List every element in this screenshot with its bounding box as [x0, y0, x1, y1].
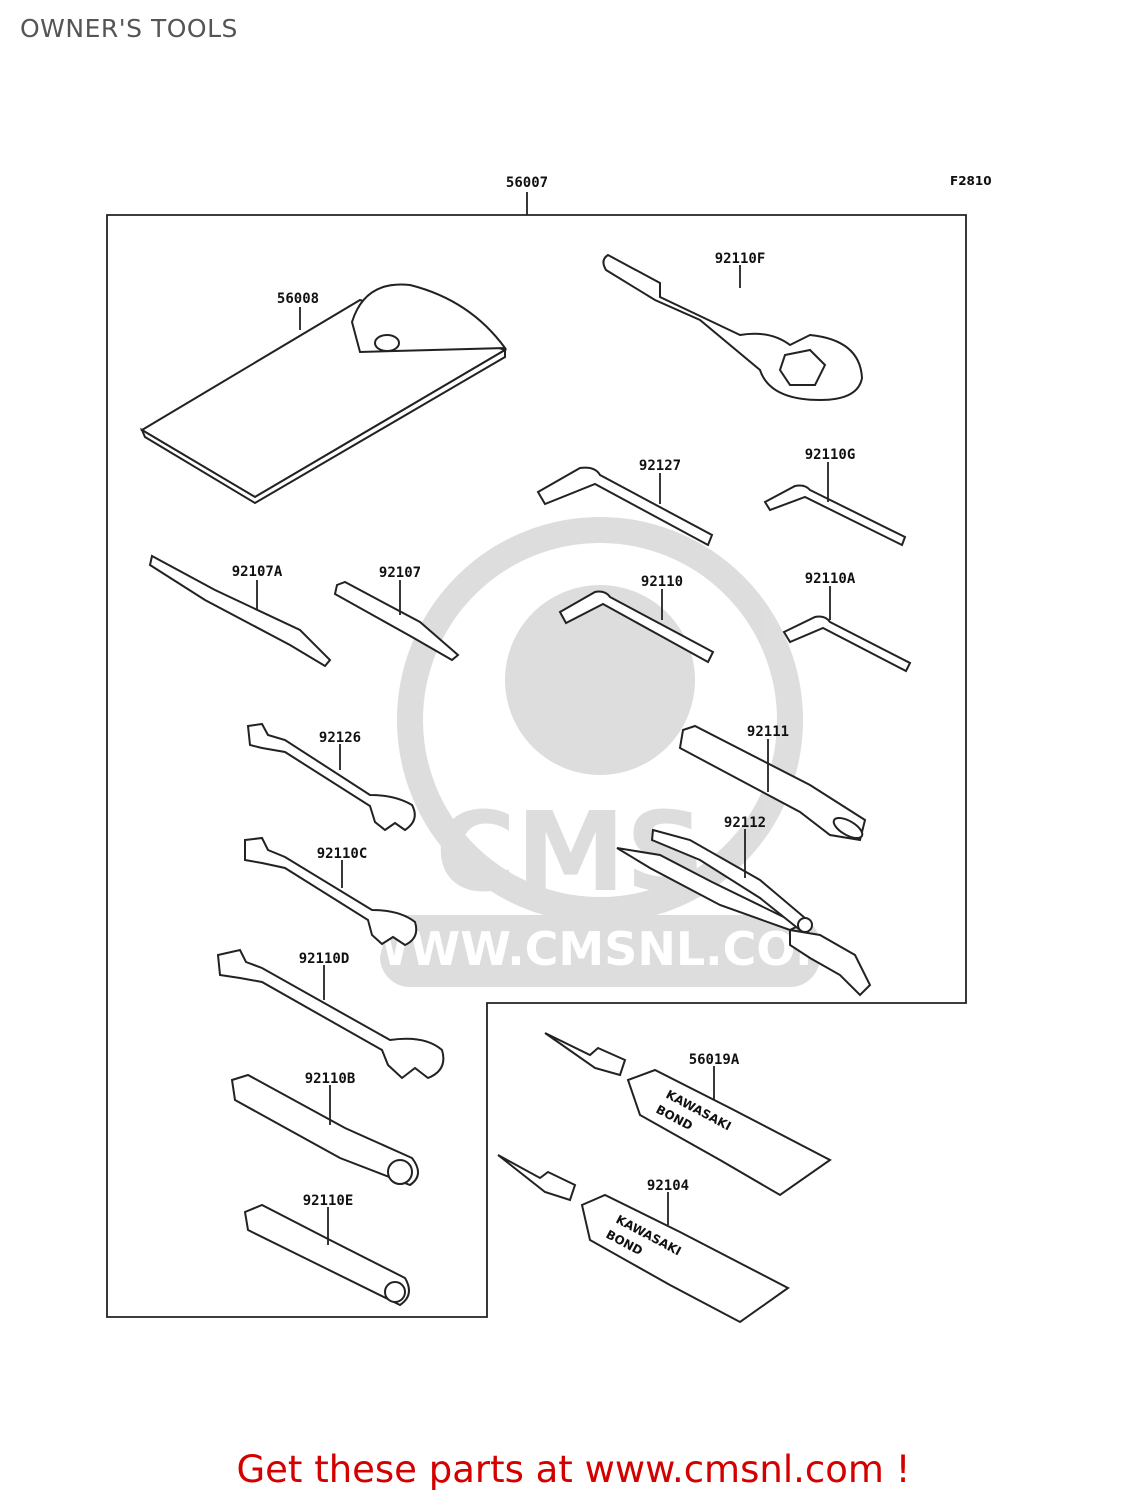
label-92110A: 92110A	[805, 571, 856, 587]
part-92110D[interactable]: 92110D	[216, 948, 445, 1080]
assembly-label: 56007	[506, 175, 548, 191]
part-92110E[interactable]: 92110E	[243, 1193, 410, 1307]
cta-link[interactable]: Get these parts at www.cmsnl.com !	[236, 1448, 911, 1491]
label-92107A: 92107A	[232, 564, 283, 580]
label-92110C: 92110C	[317, 846, 368, 862]
part-92110B[interactable]: 92110B	[230, 1071, 419, 1187]
label-92110B: 92110B	[305, 1071, 356, 1087]
part-92110G[interactable]: 92110G	[763, 447, 907, 547]
part-92126[interactable]: 92126	[246, 722, 416, 832]
label-92110G: 92110G	[805, 447, 856, 463]
part-92107A[interactable]: 92107A	[148, 554, 332, 668]
label-56019A: 56019A	[689, 1052, 740, 1068]
part-92110F[interactable]: 92110F	[602, 251, 864, 402]
parts-diagram: CMS WWW.CMSNL.COM 56007 F2810 56008 9211…	[106, 174, 992, 1324]
part-92127[interactable]: 92127	[536, 458, 714, 547]
figure-code: F2810	[950, 174, 992, 188]
label-92126: 92126	[319, 730, 361, 746]
part-92104[interactable]: KAWASAKI BOND 92104	[497, 1154, 790, 1324]
part-92111[interactable]: 92111	[678, 724, 867, 842]
label-92127: 92127	[639, 458, 681, 474]
label-56008: 56008	[277, 291, 319, 307]
label-92111: 92111	[747, 724, 789, 740]
watermark-text: CMS	[435, 788, 704, 916]
label-92110D: 92110D	[299, 951, 350, 967]
label-92110F: 92110F	[715, 251, 766, 267]
part-92107[interactable]: 92107	[333, 565, 460, 662]
part-56019A[interactable]: KAWASAKI BOND 56019A	[544, 1032, 832, 1197]
part-92110A[interactable]: 92110A	[782, 571, 912, 673]
part-92110[interactable]: 92110	[558, 574, 715, 664]
label-92107: 92107	[379, 565, 421, 581]
label-92110E: 92110E	[303, 1193, 354, 1209]
label-92104: 92104	[647, 1178, 689, 1194]
watermark: CMS WWW.CMSNL.COM	[359, 517, 842, 987]
label-92112: 92112	[724, 815, 766, 831]
part-92112[interactable]: 92112	[616, 815, 872, 997]
watermark-url: WWW.CMSNL.COM	[359, 922, 842, 976]
part-92110C[interactable]: 92110C	[244, 836, 418, 947]
page-title: OWNER'S TOOLS	[20, 14, 238, 43]
assembly-frame	[106, 214, 967, 1318]
part-56008[interactable]: 56008	[139, 283, 508, 505]
label-92110: 92110	[641, 574, 683, 590]
